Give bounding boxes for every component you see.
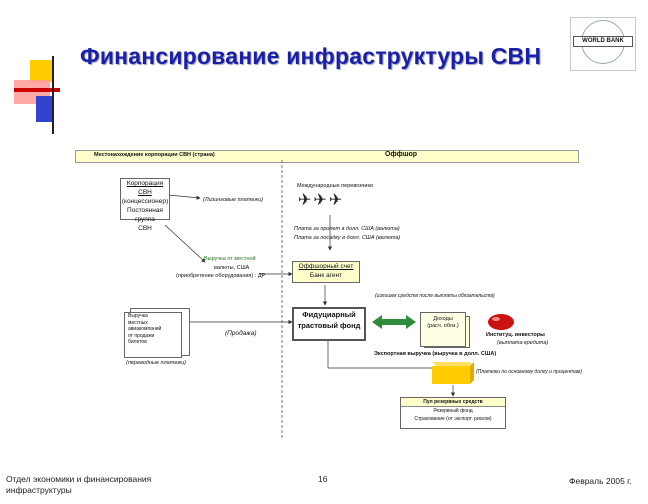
export-revenue-label: Экспортная выручка (выручка в долл. США) xyxy=(374,351,497,357)
corp-line-2: (концессионер) xyxy=(121,198,169,205)
accounts-line-2: (расч. обяз.) xyxy=(427,323,459,329)
local-doc-line-4: от продажи xyxy=(128,332,155,339)
lease-payments-label: (Лизинговые платежи) xyxy=(203,197,263,203)
sale-label: (Продажа) xyxy=(225,330,257,337)
corporation-box: Корпорация СВН (концессионер) Постоянная… xyxy=(120,178,170,232)
corp-line-1: Корпорация СВН xyxy=(126,180,164,196)
local-doc-line-2: местных xyxy=(128,319,148,326)
corp-line-3: Постоянная группа xyxy=(127,207,163,223)
local-currency-label: (переводные платежи) xyxy=(126,360,186,366)
trust-fund-line-2: трастовый фонд xyxy=(297,321,361,330)
offshore-account-box: Оффшорный счет Банк агент xyxy=(292,261,360,283)
accounts-line-1: Доходы xyxy=(433,316,453,322)
domestic-revenue-2: валюты, США xyxy=(214,265,250,271)
reserve-line-3: Страхование (от экспорт. рисков) xyxy=(414,416,492,422)
export-note: (Платежи по основному долгу и процентам) xyxy=(476,369,582,375)
local-doc-box: Выручка местных авиакомпаний от продажи … xyxy=(124,312,182,358)
footer-dept-line-2: инфраструктуры xyxy=(6,485,72,495)
reserve-pool-box: Пул резервных средств Резервный фонд Стр… xyxy=(400,397,506,429)
intl-carriers-label: Международные перевозчики xyxy=(297,183,373,189)
airplane-icons: ✈✈✈ xyxy=(298,192,345,209)
decor-blue-square xyxy=(36,96,52,122)
domestic-revenue-3: (приобретение оборудования) : ДР xyxy=(176,273,266,279)
header-right-label: Оффшор xyxy=(385,151,418,158)
decor-vertical-line xyxy=(52,56,54,134)
world-bank-logo: WORLD BANK xyxy=(570,17,636,71)
offshore-account-line-2: Банк агент xyxy=(309,272,343,279)
offshore-account-line-1: Оффшорный счет xyxy=(298,263,354,270)
trust-fund-line-1: Фидуциарный xyxy=(302,310,356,319)
fees-landing-label: Плата за посадку в долл. США (валюта) xyxy=(294,235,401,241)
decor-red-bar xyxy=(14,88,60,92)
decor-yellow-square xyxy=(30,60,52,82)
footer-dept: Отдел экономики и финансирования инфраст… xyxy=(6,474,151,496)
footer-page-number: 16 xyxy=(318,474,328,484)
local-doc-line-5: билетов xyxy=(128,339,147,345)
fees-foreign-label: Плата за пролет в долл. США (валюта) xyxy=(294,226,400,232)
slide-title: Финансирование инфраструктуры СВН xyxy=(80,43,542,69)
surplus-note: (излишек средств после выплаты обязатель… xyxy=(375,293,495,299)
local-doc-line-3: авиакомпаний xyxy=(128,326,162,332)
header-left-label: Местонахождение корпорации СВН (страна) xyxy=(94,152,215,158)
diagram-header-band xyxy=(75,150,579,163)
logo-label: WORLD BANK xyxy=(573,36,633,47)
trust-fund-box: Фидуциарный трастовый фонд xyxy=(292,307,366,341)
footer-date: Февраль 2005 г. xyxy=(569,476,632,486)
local-doc-line-1: Выручка xyxy=(128,313,148,319)
accounts-box: Доходы (расч. обяз.) xyxy=(420,312,466,347)
investors-cylinder-icon xyxy=(488,314,514,330)
footer-dept-line-1: Отдел экономики и финансирования xyxy=(6,474,152,484)
institutional-investors-label: Институц. инвесторы xyxy=(486,332,545,338)
reserve-line-1: Пул резервных средств xyxy=(401,398,505,407)
corp-line-4: СВН xyxy=(138,225,152,232)
bond-repayment-label: (выплата кредита) xyxy=(497,340,549,346)
yellow-block-icon xyxy=(432,362,474,384)
reserve-line-2: Резервный фонд xyxy=(433,408,473,414)
domestic-revenue-1: Выручка от местной xyxy=(204,256,256,262)
green-double-arrow xyxy=(372,315,416,329)
